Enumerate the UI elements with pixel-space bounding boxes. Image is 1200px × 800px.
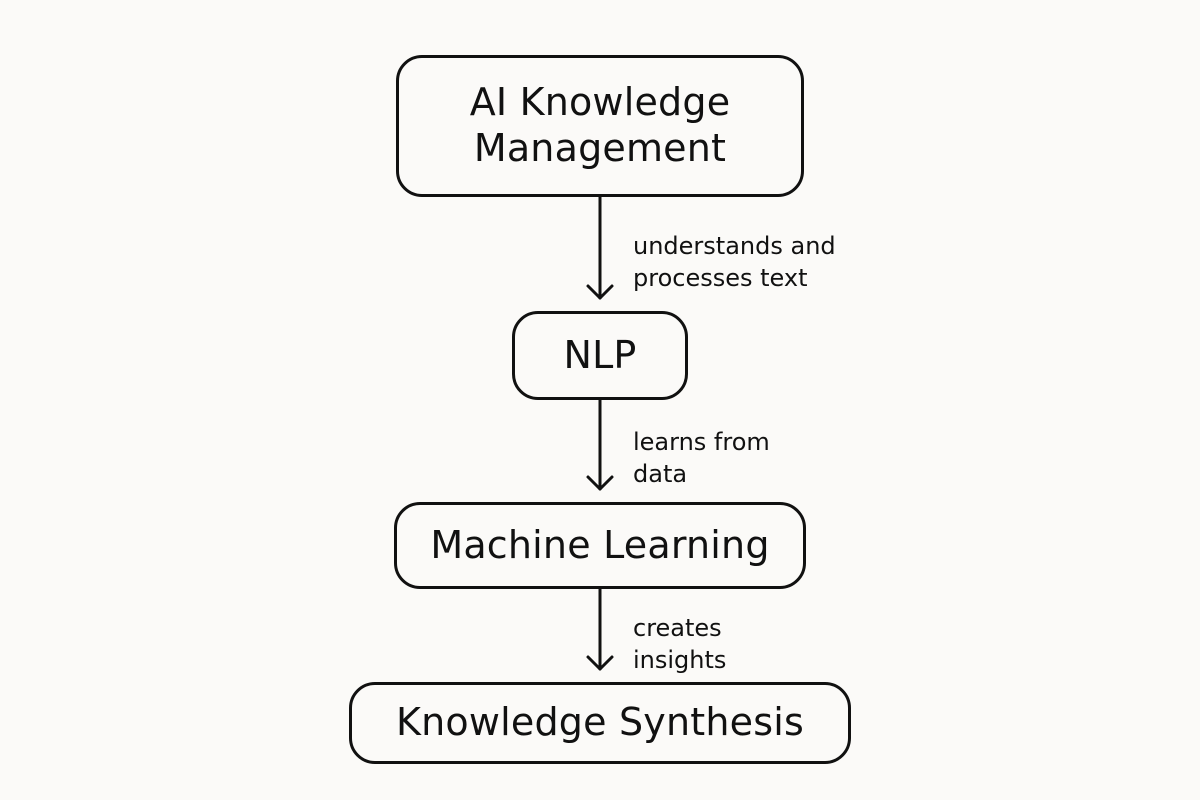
node-knowledge-synthesis: Knowledge Synthesis — [349, 682, 851, 764]
edge-label-understands: understands and processes text — [633, 230, 873, 294]
node-nlp: NLP — [512, 311, 688, 400]
node-machine-learning: Machine Learning — [394, 502, 806, 589]
node-label: Knowledge Synthesis — [396, 700, 804, 745]
edge-label-line: learns from — [633, 428, 770, 456]
node-label-line: AI Knowledge — [469, 80, 731, 125]
edge-label-line: processes text — [633, 264, 808, 292]
node-label: Machine Learning — [430, 522, 770, 567]
node-ai-knowledge-management: AI Knowledge Management — [396, 55, 804, 197]
node-label-line: Management — [473, 126, 727, 170]
edge-label-line: creates — [633, 614, 722, 642]
node-label: NLP — [563, 332, 637, 377]
edge-label-line: understands and — [633, 232, 836, 260]
edge-label-learns: learns from data — [633, 426, 873, 490]
arrow-ml-to-synthesis — [586, 587, 614, 671]
arrow-nlp-to-ml — [586, 398, 614, 491]
edge-label-line: data — [633, 460, 688, 488]
edge-label-line: insights — [633, 646, 727, 674]
edge-label-creates: creates insights — [633, 612, 873, 676]
arrow-ai-to-nlp — [586, 195, 614, 300]
